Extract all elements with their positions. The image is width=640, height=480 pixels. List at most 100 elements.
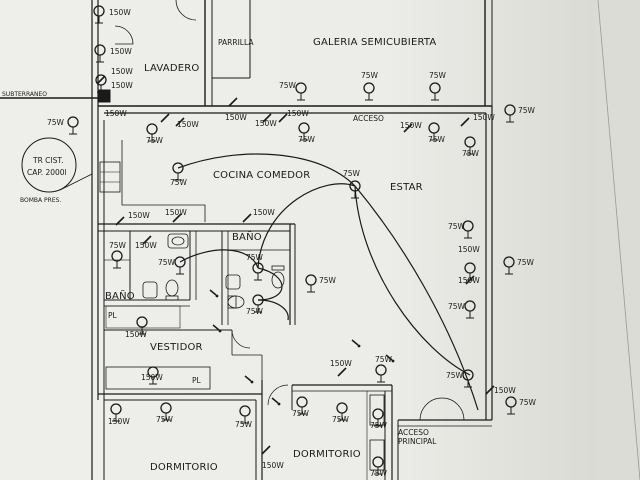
fixture-rating-48: 75W: [519, 398, 537, 407]
room-label-lavadero: LAVADERO: [144, 63, 199, 74]
fixture-rating-45: 75W: [517, 258, 535, 267]
fixture-rating-39: 75W: [370, 421, 388, 430]
light-fixture-0: [93, 5, 105, 17]
fixture-rating-27: 75W: [158, 258, 176, 267]
wall-switch-dot-2: [250, 380, 254, 384]
light-fixture-33: [110, 403, 122, 415]
fixture-rating-6: 150W: [177, 120, 199, 129]
label-acceso: ACCESO: [353, 114, 384, 123]
light-fixture-17: [464, 136, 476, 148]
fixture-rating-46: 75W: [448, 302, 466, 311]
light-fixture-10: [295, 82, 307, 94]
light-fixture-39: [372, 408, 384, 420]
fixture-rating-23: 150W: [165, 208, 187, 217]
fixture-rating-43: 75W: [448, 222, 466, 231]
switch-symbol-3: [96, 75, 106, 85]
wiring-arcs: [177, 153, 479, 411]
light-fixture-14: [428, 122, 440, 134]
fixture-rating-20: 75W: [170, 178, 188, 187]
wall-switch-dot-3: [357, 344, 361, 348]
fixture-rating-15: 150W: [400, 121, 422, 130]
fixture-rating-16: 150W: [473, 113, 495, 122]
light-fixture-25: [111, 250, 123, 262]
switch-symbol-47: [465, 275, 475, 285]
light-fixture-30: [305, 274, 317, 286]
switch-symbol-7: [228, 97, 238, 107]
label-pl-2: PL: [192, 376, 202, 385]
light-fixture-48: [505, 396, 517, 408]
sanitary-fixtures: [142, 233, 385, 471]
fixture-rating-40: 150W: [262, 461, 284, 470]
wall-switch-2: [244, 375, 252, 382]
light-fixture-18: [504, 104, 516, 116]
fixture-rating-29: 75W: [246, 307, 264, 316]
switch-symbol-40: [261, 445, 271, 455]
label-bomba: BOMBA PRES.: [20, 197, 61, 204]
switch-symbol-24: [242, 213, 252, 223]
switch-symbol-15: [403, 123, 413, 133]
tank-lead: [59, 173, 93, 191]
fixture-rating-4: 75W: [146, 136, 164, 145]
light-fixture-42: [296, 396, 308, 408]
room-label-dormitorio-1: DORMITORIO: [150, 462, 218, 473]
room-label-galeria: GALERIA SEMICUBIERTA: [313, 37, 436, 48]
fixture-rating-35: 75W: [235, 420, 253, 429]
fixture-rating-22: 150W: [128, 211, 150, 220]
label-acceso-principal-2: PRINCIPAL: [398, 437, 437, 446]
light-fixture-41: [372, 456, 384, 468]
fixture-rating-30: 75W: [319, 276, 337, 285]
light-fixture-31: [136, 316, 148, 328]
switch-symbol-9: [278, 113, 288, 123]
fixture-rating-9: 150W: [287, 109, 309, 118]
wall-switch-0: [209, 289, 217, 296]
fixture-rating-33: 150W: [108, 417, 130, 426]
light-fixture-34: [160, 402, 172, 414]
wall-switch-dot-0: [215, 294, 219, 298]
label-acceso-principal-1: ACCESO: [398, 428, 429, 437]
light-fixture-1: [94, 44, 106, 56]
fixture-rating-1: 150W: [110, 47, 132, 56]
fixture-rating-47: 150W: [458, 276, 480, 285]
light-fixture-35: [239, 405, 251, 417]
wall-switch-1: [212, 324, 220, 331]
wall-switch-dot-4: [391, 359, 395, 363]
light-fixture-45: [503, 256, 515, 268]
wall-switch-3: [351, 339, 359, 346]
fixture-rating-11: 75W: [298, 135, 316, 144]
fixture-rating-12: 75W: [361, 71, 379, 80]
switch-symbol-50: [485, 385, 495, 395]
switch-symbol-6: [175, 117, 185, 127]
fixture-rating-17: 75W: [462, 149, 480, 158]
fixture-rating-0: 150W: [109, 8, 131, 17]
room-label-bano-1: BAÑO: [232, 230, 262, 243]
fixture-rating-36: 75W: [332, 415, 350, 424]
switch-symbol-5: [160, 113, 170, 123]
fixture-rating-38: 75W: [375, 355, 393, 364]
fixture-rating-49: 75W: [446, 371, 464, 380]
label-subterraneo: SUBTERRANEO: [2, 91, 47, 98]
room-label-vestidor: VESTIDOR: [150, 342, 203, 353]
switch-symbol-16: [460, 117, 470, 127]
tank-circle: [21, 137, 77, 193]
fixture-rating-41: 75W: [370, 469, 388, 478]
fixture-rating-44: 150W: [458, 245, 480, 254]
fixture-rating-18: 75W: [518, 106, 536, 115]
label-pl-1: PL: [108, 311, 118, 320]
light-fixture-36: [336, 402, 348, 414]
light-fixture-46: [464, 300, 476, 312]
switch-symbol-37: [337, 367, 347, 377]
light-fixture-13: [429, 82, 441, 94]
fixture-rating-21: 75W: [343, 169, 361, 178]
paper-edge: [597, 0, 640, 480]
fixture-rating-7: 150W: [225, 113, 247, 122]
room-label-parrilla: PARRILLA: [218, 38, 254, 47]
light-fixture-4: [146, 123, 158, 135]
room-label-bano-2: BAÑO: [105, 289, 135, 302]
fixture-rating-26: 150W: [135, 241, 157, 250]
fixture-rating-14: 75W: [428, 135, 446, 144]
light-fixture-38: [375, 364, 387, 376]
fixture-rating-19: 75W: [47, 118, 65, 127]
room-label-cocina: COCINA COMEDOR: [213, 170, 310, 181]
